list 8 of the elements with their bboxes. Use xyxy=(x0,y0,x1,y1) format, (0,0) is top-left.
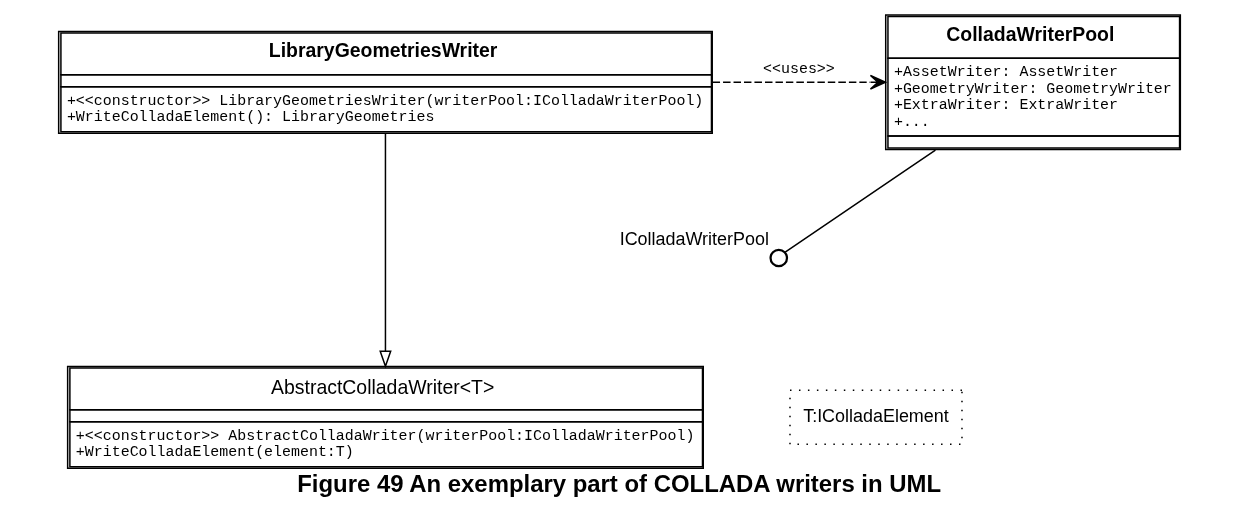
caption: Figure 49 An exemplary part of COLLADA writers in UML xyxy=(297,469,942,497)
arrow xyxy=(379,132,392,369)
node-box: T:IColladaElement xyxy=(789,389,963,445)
node-circle xyxy=(769,248,789,267)
edge-label: <<uses>> xyxy=(763,60,835,77)
node-label: IColladaWriterPool xyxy=(619,228,769,249)
connector xyxy=(784,148,937,253)
arrow xyxy=(711,74,887,90)
